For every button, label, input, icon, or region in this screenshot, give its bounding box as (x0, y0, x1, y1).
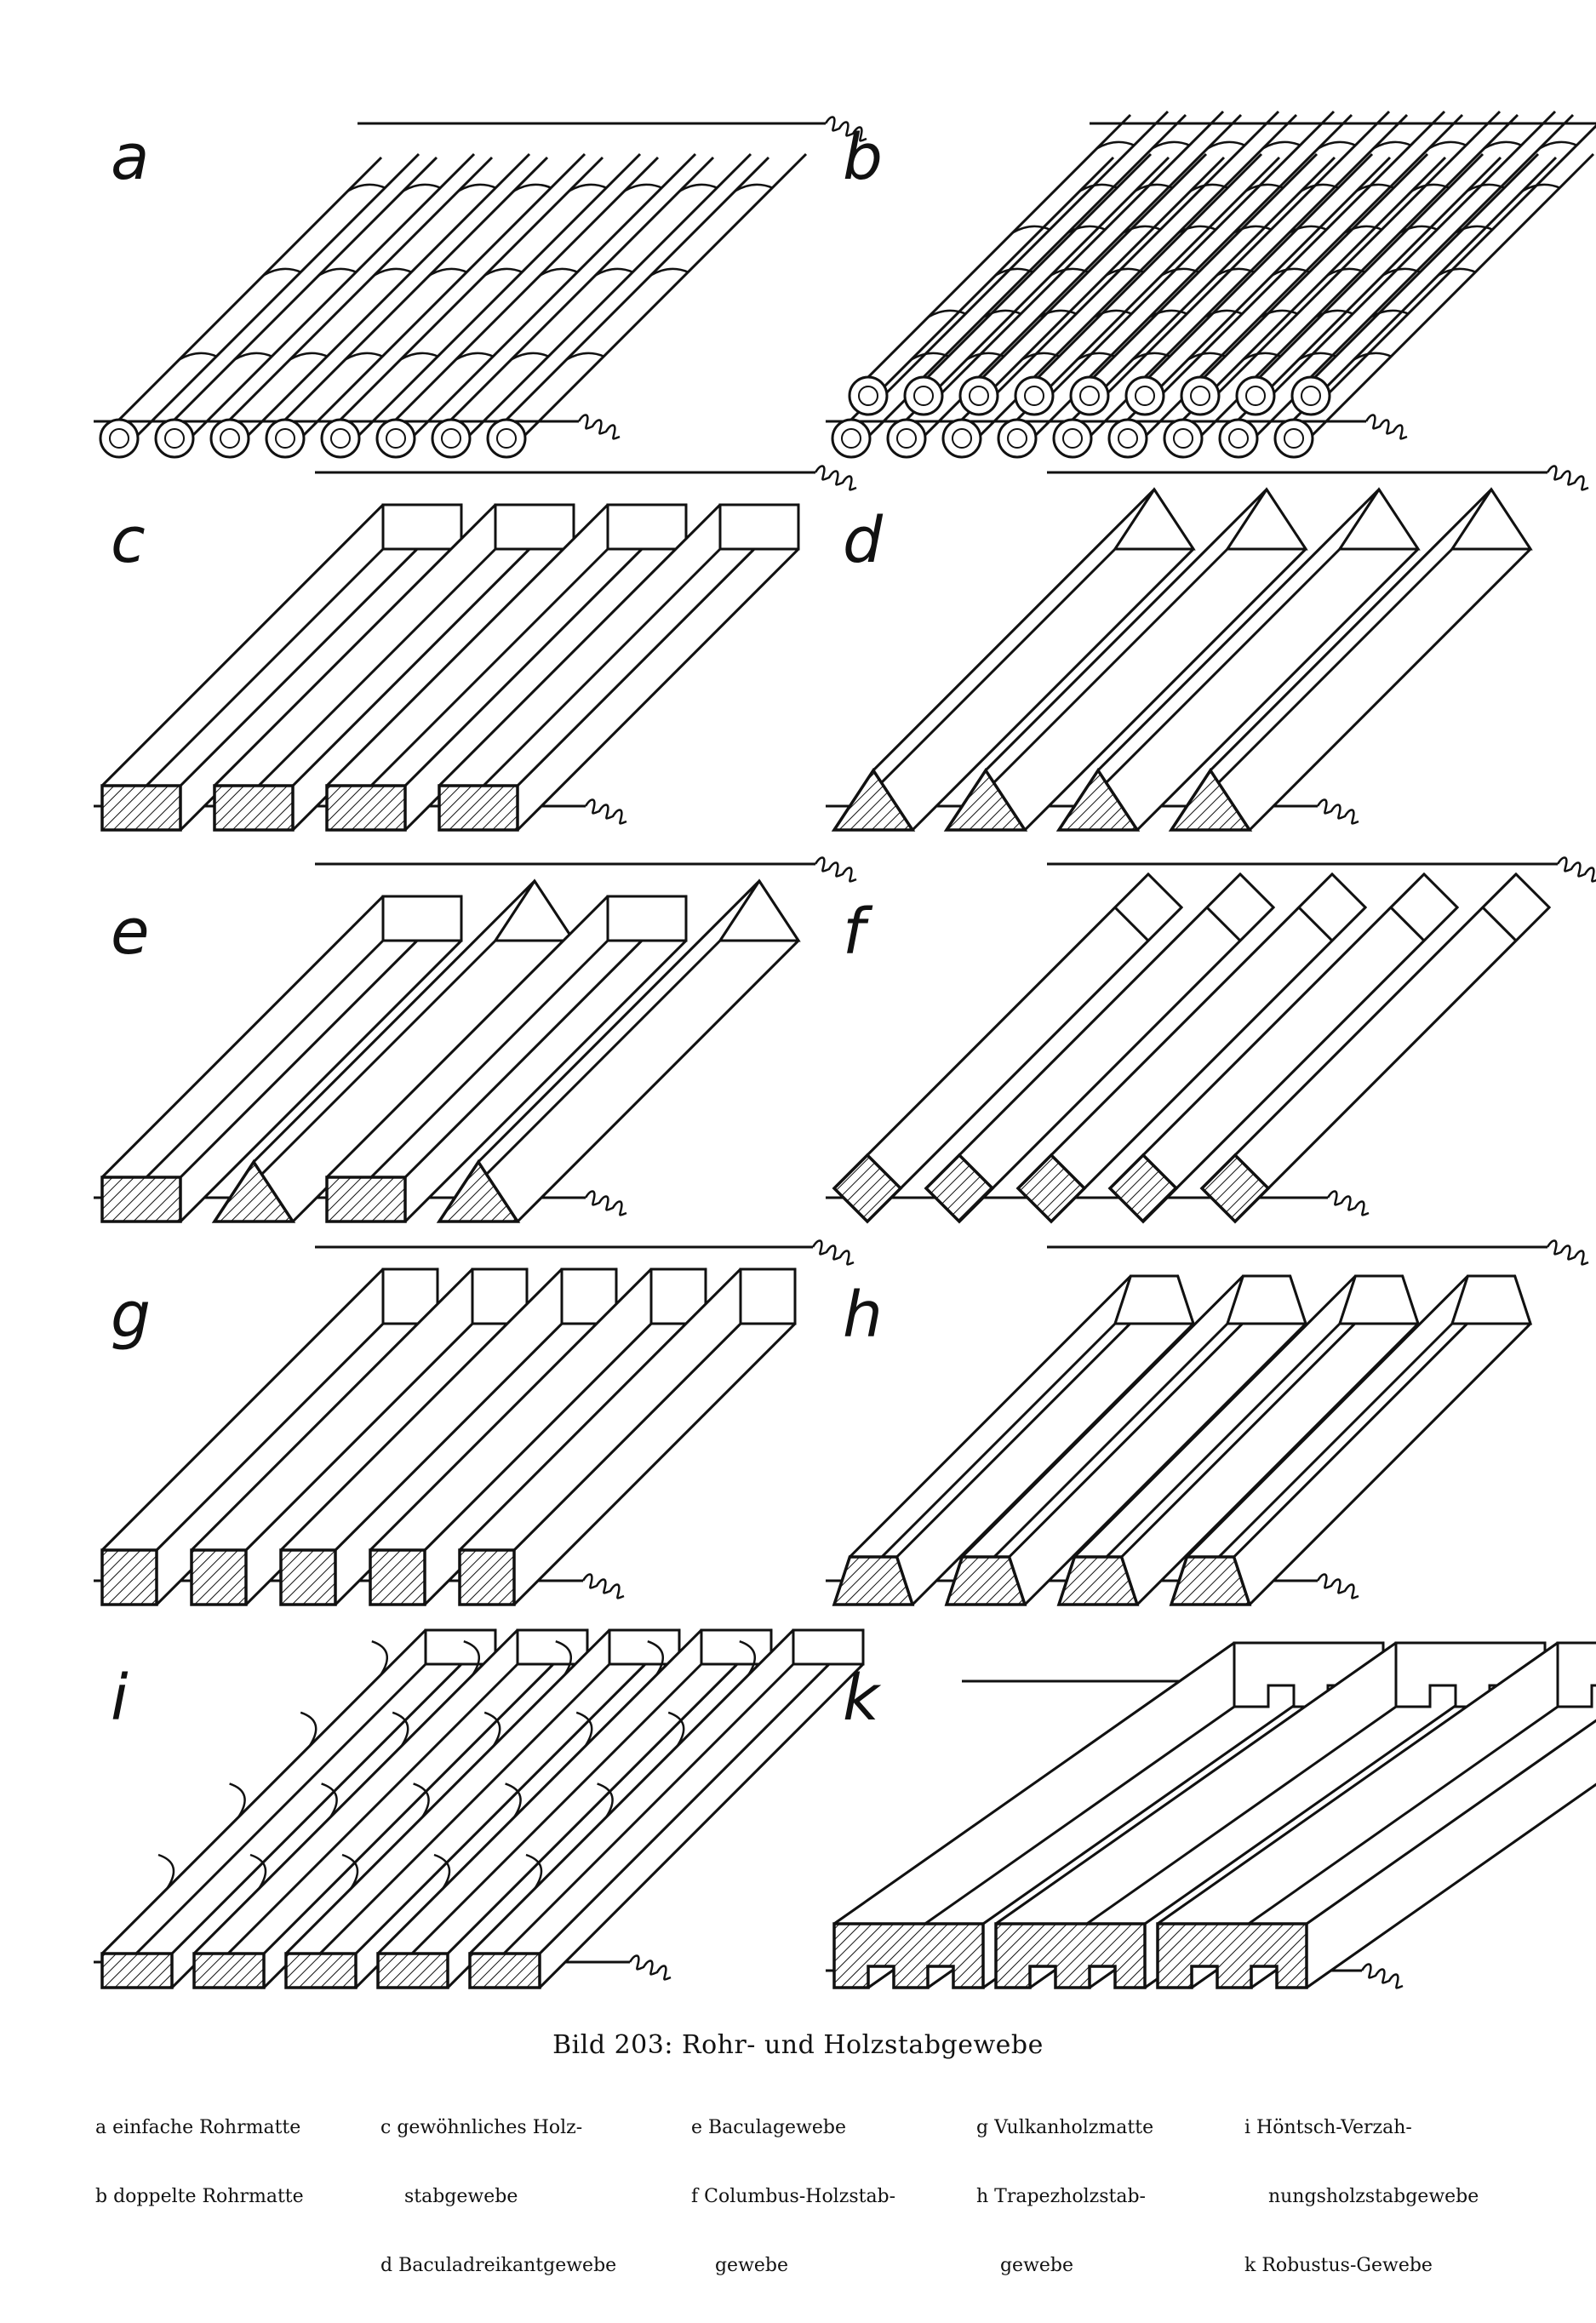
panel-f: f (826, 856, 1596, 1224)
panel-letter-b: b (843, 121, 883, 194)
legend-line: a einfache Rohrmatte (95, 2117, 301, 2138)
panel-c: c (94, 465, 857, 832)
legend-column-2: c gewöhnliches Holz- stabgewebe d Bacula… (380, 2070, 616, 2323)
legend-line: k Robustus-Gewebe (1244, 2255, 1433, 2276)
panel-letter-i: i (111, 1662, 129, 1735)
legend-column-4: g Vulkanholzmatte h Trapezholzstab- gewe… (976, 2070, 1153, 2323)
panel-letter-f: f (843, 895, 873, 969)
panel-letter-g: g (111, 1279, 151, 1352)
panel-letter-k: k (843, 1662, 882, 1735)
panel-letter-e: e (111, 895, 150, 969)
panel-a: a (94, 116, 867, 459)
legend-line: gewebe (976, 2255, 1074, 2276)
panel-e: e (94, 856, 857, 1223)
panel-letter-h: h (843, 1279, 883, 1352)
legend-line: c gewöhnliches Holz- (380, 2117, 583, 2138)
legend-column-1: a einfache Rohrmatte b doppelte Rohrmatt… (95, 2070, 304, 2254)
legend-line: f Columbus-Holzstab- (691, 2186, 896, 2207)
panel-k: k (826, 1641, 1596, 1989)
figure-legend: a einfache Rohrmatte b doppelte Rohrmatt… (0, 2070, 1596, 2276)
legend-line: nungsholzstabgewebe (1244, 2186, 1479, 2207)
legend-line: gewebe (691, 2255, 789, 2276)
legend-column-5: i Höntsch-Verzah- nungsholzstabgewebe k … (1244, 2070, 1479, 2323)
panel-letter-a: a (111, 121, 149, 194)
figure-drawing: a b c d e f g h i k (94, 110, 1596, 1989)
legend-line: i Höntsch-Verzah- (1244, 2117, 1412, 2138)
legend-line: b doppelte Rohrmatte (95, 2186, 304, 2207)
panel-d: d (826, 465, 1589, 832)
legend-column-3: e Baculagewebe f Columbus-Holzstab- gewe… (691, 2070, 895, 2323)
figure-caption-title: Bild 203: Rohr- und Holzstabgewebe (552, 2030, 1044, 2060)
panel-b: b (826, 110, 1596, 459)
legend-line: stabgewebe (380, 2186, 518, 2207)
panel-h: h (826, 1239, 1589, 1606)
panel-i: i (94, 1628, 865, 1989)
legend-line: e Baculagewebe (691, 2117, 846, 2138)
panel-letter-d: d (843, 504, 884, 577)
legend-line: d Baculadreikantgewebe (380, 2255, 617, 2276)
legend-line: g Vulkanholzmatte (976, 2117, 1154, 2138)
panel-g: g (94, 1239, 855, 1606)
legend-line: h Trapezholzstab- (976, 2186, 1146, 2207)
panel-letter-c: c (111, 504, 146, 577)
